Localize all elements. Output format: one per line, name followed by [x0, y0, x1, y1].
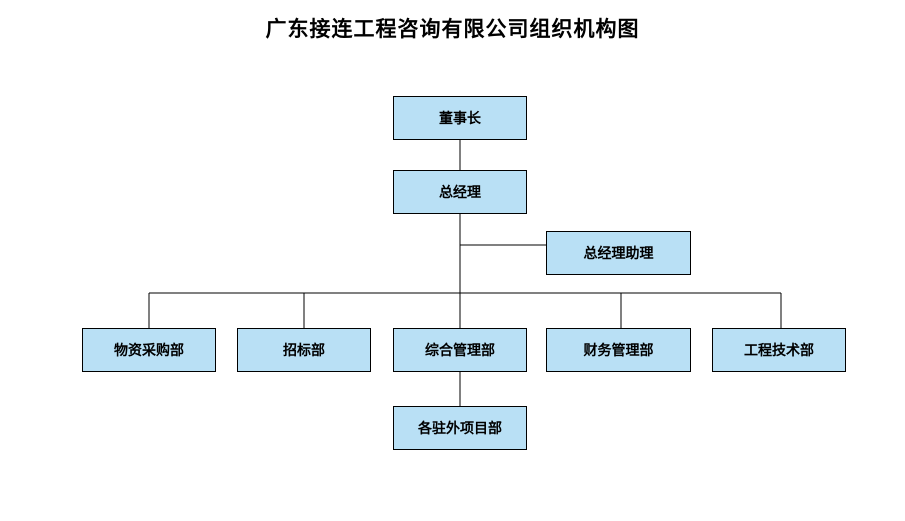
node-general-admin: 综合管理部: [393, 328, 527, 372]
node-label: 总经理助理: [583, 246, 654, 262]
node-materials-procurement: 物资采购部: [82, 328, 216, 372]
node-label: 总经理: [439, 185, 481, 201]
node-gm-assistant: 总经理助理: [546, 231, 691, 275]
chart-title: 广东接连工程咨询有限公司组织机构图: [265, 16, 640, 41]
node-label: 董事长: [439, 111, 481, 127]
node-label: 招标部: [283, 343, 325, 359]
node-branch-projects: 各驻外项目部: [393, 406, 527, 450]
node-label: 物资采购部: [114, 343, 184, 359]
node-finance: 财务管理部: [546, 328, 691, 372]
node-label: 财务管理部: [583, 343, 654, 359]
node-bidding: 招标部: [237, 328, 371, 372]
node-general-manager: 总经理: [393, 170, 527, 214]
node-label: 工程技术部: [744, 343, 814, 359]
node-label: 综合管理部: [425, 343, 495, 359]
node-engineering-tech: 工程技术部: [712, 328, 846, 372]
node-chairman: 董事长: [393, 96, 527, 140]
node-label: 各驻外项目部: [418, 421, 502, 437]
